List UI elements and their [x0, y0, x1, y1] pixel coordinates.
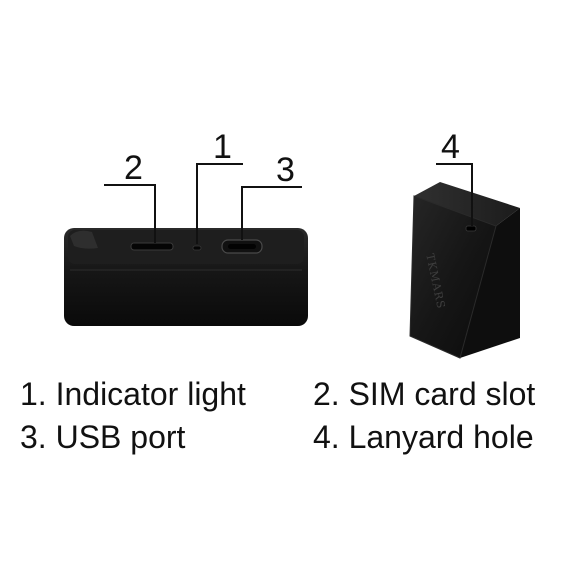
- device-front-top-band: [68, 230, 304, 264]
- callout-line-2: [104, 184, 156, 243]
- lanyard-hole: [465, 225, 477, 232]
- legend-item-usb-port: 3. USB port: [20, 419, 186, 455]
- legend-item-lanyard-hole: 4. Lanyard hole: [313, 419, 534, 455]
- legend-item-sim-card-slot: 2. SIM card slot: [313, 376, 536, 412]
- callout-number-3: 3: [276, 151, 295, 189]
- callout-number-4: 4: [441, 128, 460, 166]
- callout-line-3: [241, 186, 302, 240]
- device-front-view: [64, 228, 308, 326]
- callout-number-1: 1: [213, 128, 232, 166]
- device-top-face: [414, 182, 520, 226]
- indicator-light: [192, 245, 202, 251]
- device-end-face: [460, 208, 520, 358]
- callout-number-2: 2: [124, 149, 143, 187]
- device-side-face: [410, 196, 496, 358]
- callout-line-4: [436, 163, 473, 226]
- sim-card-slot: [130, 242, 174, 251]
- callout-line-1: [196, 163, 243, 244]
- device-angled-view: TKMARS: [409, 182, 520, 359]
- callout-lines: [104, 163, 473, 244]
- legend-item-indicator-light: 1. Indicator light: [20, 376, 246, 412]
